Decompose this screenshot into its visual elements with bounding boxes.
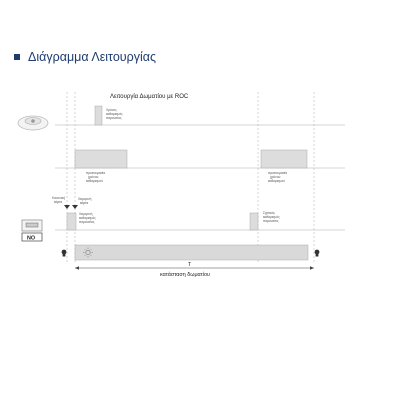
diagram-subtitle: Λειτουργία Δωματίου με ROC <box>110 94 189 100</box>
lightbulb-icon-right <box>314 249 320 257</box>
ceiling-sensor-icon <box>17 115 49 131</box>
duration-arrow <box>75 266 314 270</box>
guide-lines <box>66 92 315 262</box>
lightbulb-icon-left <box>61 249 67 257</box>
row-2-right-note: προετοιμασία χρόνου καθαρισμού <box>268 171 288 183</box>
row-3-note-b: Χειμερινή κάρτα <box>78 197 92 205</box>
header-bullet-icon <box>14 54 20 60</box>
room-status-caption: κατάσταση δωματίου <box>160 271 210 278</box>
svg-text:NO: NO <box>27 236 35 242</box>
sun-icon <box>83 247 93 258</box>
no-badge: NO <box>21 232 43 242</box>
duration-label: T <box>188 262 192 268</box>
row-3-note-a: Κανονική κάρτα <box>52 196 66 204</box>
row-3-signal <box>55 205 345 231</box>
row-2-signal <box>55 149 345 169</box>
key-card-switch-icon <box>21 219 43 232</box>
row-2-left-note: προετοιμασία χρόνου καθαρισμού <box>86 171 106 183</box>
room-status-bar <box>74 244 309 261</box>
page-title: Διάγραμμα Λειτουργίας <box>28 50 156 64</box>
row-1-note: Χρόνος καθαρισμός παρουσίας <box>106 108 124 120</box>
row-1-signal <box>55 105 345 126</box>
row-3-right-note: Σχετικός καθαρισμός παρουσίας <box>263 211 281 223</box>
section-header: Διάγραμμα Λειτουργίας <box>14 50 156 64</box>
row-3-note-c: Χειμερινή καθαρισμός παρουσίας <box>79 212 97 224</box>
